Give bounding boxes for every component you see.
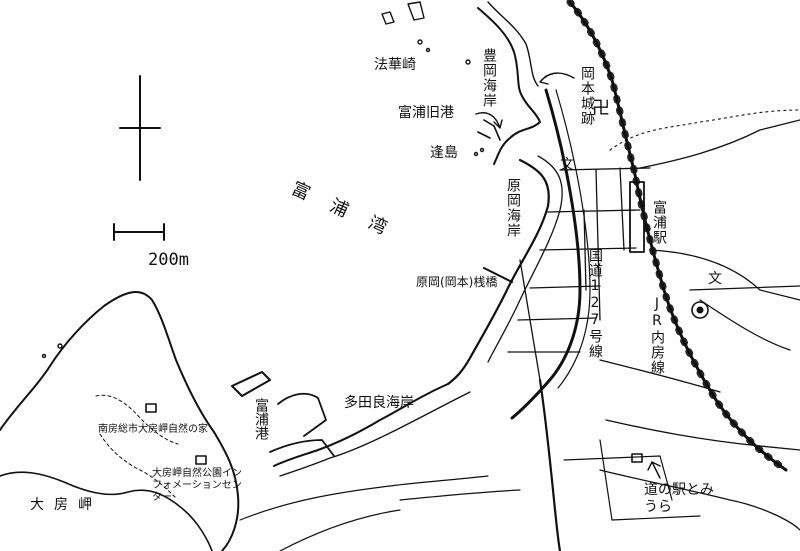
- coastline-haraoka: [446, 158, 550, 386]
- jr-uchibo-label: JR内房線: [649, 296, 665, 375]
- scale-bar: [113, 223, 165, 241]
- town-streets: [507, 167, 651, 381]
- michinoeki-roads: [399, 439, 701, 521]
- old-port-jetty: [477, 119, 501, 141]
- islet-6: [57, 343, 63, 349]
- islet-1: [417, 39, 423, 45]
- tomiura-port-breakwater: [231, 371, 271, 397]
- southwest-roads: [239, 475, 489, 551]
- town-hall-icon: [691, 301, 709, 319]
- haraoka-pier-label: 原岡(岡本)桟橋: [416, 275, 498, 289]
- michinoeki-marker: [631, 453, 643, 463]
- route-127: [510, 88, 582, 420]
- north-arrow-icon: [119, 75, 161, 181]
- tomiura-station-platform: [629, 181, 645, 253]
- route127-label: 国道127号線: [587, 248, 603, 359]
- town-hall-icon-inner: [696, 306, 704, 314]
- taibusa-cape-south: [0, 471, 213, 551]
- castle-symbol: 卍: [592, 98, 610, 119]
- toyooka-coast-label: 豊岡海岸: [481, 48, 497, 108]
- taibusa-cape-coast: [0, 291, 240, 551]
- cape-trail: [95, 394, 179, 499]
- taibusa-cape-label: 大房岬: [30, 497, 102, 513]
- route-127-edge: [555, 89, 591, 389]
- coastline-north: [477, 7, 541, 165]
- nature-house-marker: [145, 403, 157, 413]
- school-symbol-2: 文: [708, 271, 722, 287]
- coastline-tatara-inner: [279, 391, 471, 477]
- coastline-north-inner: [487, 1, 539, 87]
- islet-north: [381, 1, 425, 25]
- tomiura-old-port-label: 富浦旧港: [398, 105, 454, 121]
- info-center-label: 大房岬自然公園インフォメーションセンター: [152, 468, 242, 503]
- islet-7: [41, 353, 47, 359]
- coastline-tatara: [273, 383, 449, 467]
- islet-2: [425, 47, 431, 53]
- hokkezaki-label: 法華崎: [374, 57, 416, 73]
- scale-label: 200m: [148, 250, 189, 270]
- boundary-dotted: [609, 109, 800, 151]
- jr-uchibo-line-rail: [566, 0, 790, 474]
- ohjima-label: 逢島: [430, 145, 458, 161]
- info-center-marker: [195, 455, 207, 465]
- tomiura-port-pier-a: [277, 392, 327, 437]
- michinoeki-label: 道の駅とみうら: [644, 482, 714, 515]
- tomiura-port-label: 富浦港: [253, 398, 269, 440]
- pointer-arrow-castle: [539, 72, 575, 85]
- islet-4: [473, 151, 479, 157]
- school-symbol-1: 文: [560, 157, 574, 173]
- haraoka-coast-label: 原岡海岸: [505, 178, 521, 238]
- tomiura-station-label: 富浦駅: [651, 200, 667, 245]
- okamoto-castle-label: 岡本城跡: [579, 66, 595, 126]
- jr-uchibo-line: [568, 0, 788, 472]
- pointer-arrow-michinoeki: [647, 461, 661, 479]
- tomiura-port-pier-b: [269, 439, 335, 457]
- bypass-road: [538, 378, 562, 551]
- east-roads: [599, 119, 800, 531]
- pointer-arrow-old-port: [475, 112, 503, 129]
- haraoka-pier: [483, 267, 513, 283]
- nature-house-label: 南房総市大房岬自然の家: [98, 424, 208, 435]
- islet-5: [479, 147, 485, 153]
- coastline-haraoka-inner: [487, 155, 563, 363]
- islet-3: [465, 59, 471, 65]
- tatara-coast-label: 多田良海岸: [344, 395, 414, 411]
